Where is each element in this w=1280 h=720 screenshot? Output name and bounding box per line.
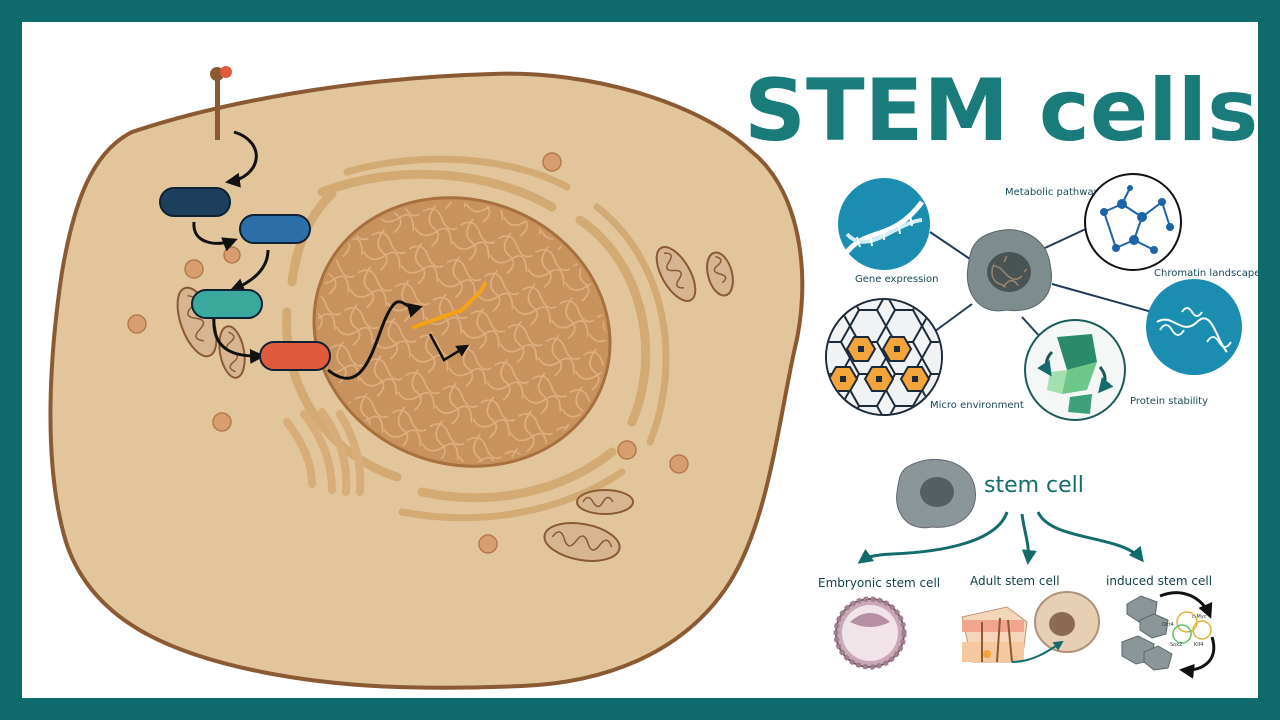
endoplasmic-reticulum xyxy=(282,155,670,522)
cell-illustration xyxy=(48,66,805,690)
label-metabolic-pathways: Metabolic pathways xyxy=(1005,187,1105,198)
lineage-induced-label: induced stem cell xyxy=(1106,574,1212,588)
label-protein-stability: Protein stability xyxy=(1130,396,1208,407)
illustration-canvas: STEM cells xyxy=(22,22,1258,698)
ips-cells-icon: Oct4 c-Myc Sox2 Klf4 xyxy=(1121,591,1216,679)
label-gene-expression: Gene expression xyxy=(855,274,939,285)
skin-tissue-icon xyxy=(961,606,1028,663)
protein-teal xyxy=(191,289,263,319)
ips-oct4: Oct4 xyxy=(1162,622,1174,628)
hub-center-cell xyxy=(966,229,1052,312)
lineage-root-label: stem cell xyxy=(984,473,1084,498)
target-gene xyxy=(412,282,487,329)
page-title: STEM cells xyxy=(744,61,1258,161)
vesicles xyxy=(127,152,689,554)
network-icon xyxy=(1084,173,1182,271)
root-stem-cell xyxy=(896,459,976,529)
protein-blue xyxy=(239,214,311,244)
label-chromatin-landscape: Chromatin landscape xyxy=(1154,268,1258,279)
ips-cmyc: c-Myc xyxy=(1192,614,1207,620)
label-micro-environment: Micro environment xyxy=(930,400,1024,411)
lineage-adult-label: Adult stem cell xyxy=(970,574,1060,588)
hexagon-icon xyxy=(825,298,943,416)
lineage-embryonic-label: Embryonic stem cell xyxy=(818,576,940,590)
membrane-receptor xyxy=(210,66,232,140)
protein-icon xyxy=(1024,319,1126,421)
regulation-hub: Gene expression Metabolic pathways xyxy=(825,173,1258,421)
chromatin-icon xyxy=(1146,279,1242,375)
chromatin xyxy=(317,201,607,463)
lineage-diagram: stem cell Embryonic stem cell Adult stem… xyxy=(818,459,1216,679)
adult-stem-cell-icon xyxy=(1034,591,1100,653)
dna-icon xyxy=(838,178,930,270)
transcription-arrow xyxy=(428,333,470,362)
stem-cell-diagram: STEM cells xyxy=(48,61,1258,690)
protein-red xyxy=(259,341,331,371)
protein-navy xyxy=(159,187,231,217)
golgi-apparatus xyxy=(283,408,365,496)
blastocyst-icon xyxy=(833,596,907,670)
ips-sox2: Sox2 xyxy=(1170,642,1182,648)
signaling-arrows xyxy=(192,130,423,380)
ips-klf4: Klf4 xyxy=(1194,642,1204,648)
